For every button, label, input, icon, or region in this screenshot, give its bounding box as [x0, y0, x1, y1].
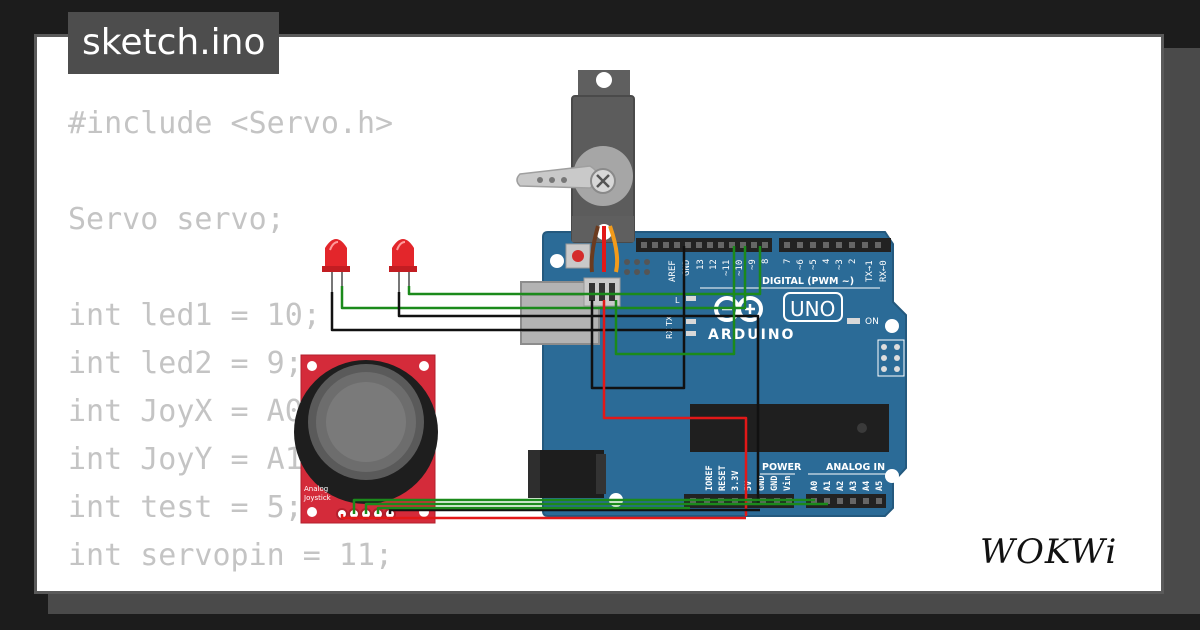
file-tab[interactable]: sketch.ino [68, 12, 280, 74]
pin-label: A0 [810, 481, 820, 491]
wire-green [376, 506, 690, 514]
pin-label: A2 [836, 481, 846, 491]
wire-green [614, 246, 736, 356]
digital-header-left [636, 238, 772, 252]
pin-label: ~5 [809, 259, 819, 270]
pin-label: ~9 [748, 259, 758, 270]
wire-black [330, 246, 686, 332]
analog-in-label: ANALOG IN [826, 462, 885, 473]
pin-label: GND [770, 476, 780, 491]
wire-black [388, 508, 760, 514]
wires [330, 246, 828, 520]
pin-label: GND [682, 260, 692, 276]
led-1[interactable] [322, 239, 350, 292]
pin-label: A1 [823, 481, 833, 491]
pin-label: 4 [822, 259, 832, 264]
pin-label: ~11 [722, 260, 732, 276]
pin-label: 8 [761, 259, 771, 264]
pin-label: 12 [709, 259, 719, 270]
pin-label: A4 [862, 481, 872, 491]
power-jack [528, 450, 604, 498]
mount-hole [885, 319, 899, 333]
pin-label: 13 [696, 259, 706, 270]
code-line: int servopin = 11; [68, 538, 394, 573]
l-label: L [675, 296, 680, 305]
pin-label: 2 [848, 259, 858, 264]
arduino-uno-board[interactable]: AREF GND 13 12 ~11 ~10 ~9 8 7 ~6 ~5 4 ~3… [520, 231, 907, 517]
pin-label: TX→1 [865, 260, 875, 282]
servo-motor[interactable] [516, 70, 635, 307]
code-listing: #include <Servo.h> Servo servo; int led1… [68, 100, 393, 580]
tx-label: TX [665, 315, 674, 327]
on-label: ON [865, 317, 879, 327]
pin-label: A5 [875, 481, 885, 491]
wire-red [340, 514, 746, 520]
mount-hole [550, 254, 564, 268]
icsp-header [624, 259, 650, 275]
wire-red [602, 300, 748, 516]
code-line: Servo servo; [68, 202, 285, 237]
on-led [847, 318, 860, 324]
pin-label: RESET [718, 465, 728, 491]
led-2[interactable] [389, 239, 417, 292]
code-line: #include <Servo.h> [68, 106, 394, 141]
wire-green [407, 246, 762, 296]
wokwi-logo: WOKWi [980, 532, 1117, 572]
analog-header [806, 494, 886, 508]
rx-label: RX [665, 327, 674, 339]
pin-label: ~3 [835, 259, 845, 270]
arduino-wordmark: ARDUINO [708, 327, 795, 343]
servo-horn[interactable] [516, 165, 599, 189]
wire-green [340, 246, 747, 310]
pin-label: 3.3V [731, 471, 741, 491]
pin-label: IOREF [705, 465, 715, 491]
pin-label: ~6 [796, 259, 806, 270]
pin-label: RX←0 [879, 260, 889, 282]
mount-hole [885, 469, 899, 483]
joystick-module[interactable]: Analog Joystick [294, 354, 438, 524]
pin-label: AREF [668, 260, 678, 282]
pin-label: A3 [849, 481, 859, 491]
icsp-right [877, 339, 905, 377]
digital-header-right [779, 238, 891, 252]
joystick-label: Analog [304, 485, 328, 493]
pin-label: 7 [783, 259, 793, 264]
wokwi-wordmark: WOKWi [980, 532, 1117, 572]
power-label: POWER [762, 462, 802, 473]
code-line: int test = 5; [68, 490, 303, 525]
code-line: int led2 = 9; [68, 346, 303, 381]
pin-label: ~10 [735, 260, 745, 276]
joystick-label: Joystick [303, 494, 332, 502]
pin-label: GND [757, 476, 767, 491]
digital-pwm-label: DIGITAL (PWM ~) [762, 276, 854, 287]
code-line: int led1 = 10; [68, 298, 321, 333]
pin-label: 5V [744, 481, 754, 491]
uno-badge-text: UNO [790, 297, 835, 321]
wire-green [364, 502, 828, 514]
wire-black [590, 300, 686, 390]
pin-label: Vin [782, 476, 793, 491]
atmega-chip [690, 404, 889, 452]
wire-green [352, 498, 815, 514]
uno-badge [783, 292, 843, 322]
wire-black [397, 292, 760, 503]
